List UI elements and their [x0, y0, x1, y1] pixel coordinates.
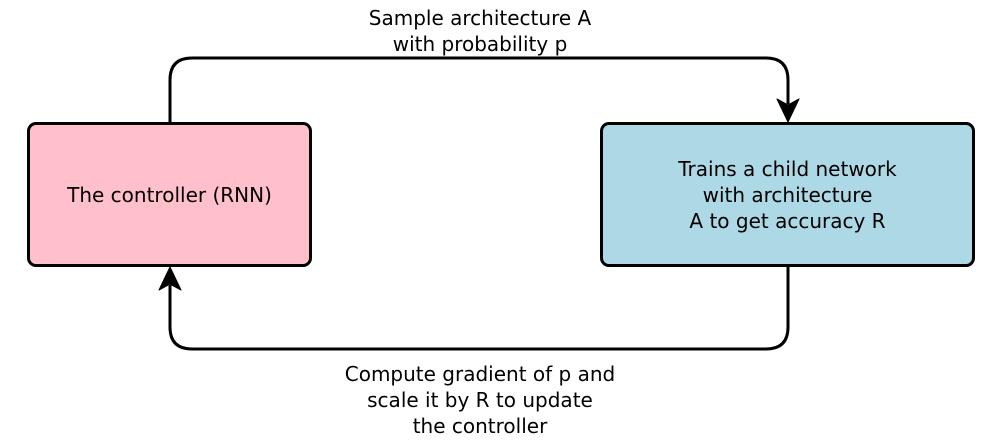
bottom-edge-label: Compute gradient of p and scale it by R … — [344, 362, 616, 438]
top-arrow-line — [168, 56, 790, 122]
top-edge-label: Sample architecture A with probability p — [368, 6, 592, 56]
controller-node: The controller (RNN) — [27, 122, 312, 267]
bottom-arrow-line — [168, 267, 790, 351]
top-arrow-head — [776, 98, 800, 123]
controller-node-label: The controller (RNN) — [67, 182, 272, 207]
child-network-node: Trains a child network with architecture… — [600, 122, 975, 267]
child-network-node-label: Trains a child network with architecture… — [678, 156, 897, 233]
bottom-arrow-head — [158, 266, 182, 291]
